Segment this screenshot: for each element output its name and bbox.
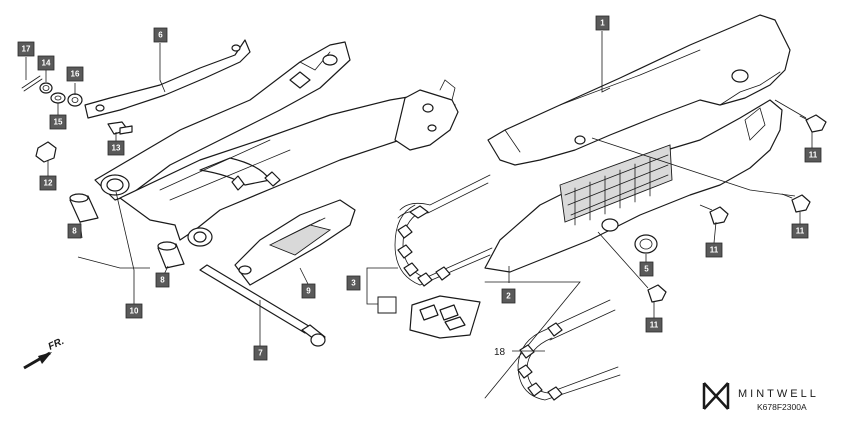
cotter-pin <box>21 75 43 92</box>
chain-case-upper <box>487 14 791 166</box>
callout-8a: 8 <box>67 223 82 239</box>
rubber-plug <box>634 234 658 254</box>
bushing-a <box>69 193 99 223</box>
svg-text:15: 15 <box>54 118 63 127</box>
callout-11b: 11 <box>791 223 809 239</box>
callout-11c: 11 <box>705 242 723 258</box>
nut-12 <box>35 141 57 163</box>
callout-15: 15 <box>49 114 67 130</box>
bolt-11d <box>647 284 667 303</box>
brand-logo-icon <box>702 382 730 410</box>
svg-text:9: 9 <box>306 287 311 296</box>
svg-text:1: 1 <box>600 19 605 28</box>
bolt-11a <box>799 114 827 133</box>
master-link <box>409 295 481 339</box>
svg-text:5: 5 <box>644 265 649 274</box>
washer-15 <box>50 92 66 104</box>
callout-3: 3 <box>346 275 361 291</box>
chain-slider-lower <box>234 199 356 286</box>
washer-16 <box>67 93 83 107</box>
svg-text:10: 10 <box>130 307 139 316</box>
svg-text:11: 11 <box>650 321 659 330</box>
callout-9: 9 <box>301 283 316 299</box>
master-link-box <box>377 296 397 314</box>
callout-11a: 11 <box>804 147 822 163</box>
svg-text:2: 2 <box>506 292 511 301</box>
callout-8b: 8 <box>155 272 170 288</box>
svg-text:8: 8 <box>72 227 77 236</box>
callout-5: 5 <box>639 261 654 277</box>
callout-14: 14 <box>37 55 55 71</box>
front-direction-label: FR. <box>47 336 66 353</box>
pivot-bolt <box>199 264 326 347</box>
svg-text:6: 6 <box>158 31 163 40</box>
callout-1: 1 <box>595 15 610 31</box>
brand-name: MINTWELL <box>738 388 819 400</box>
diagram-code: K678F2300A <box>757 402 807 412</box>
callout-12: 12 <box>39 175 57 191</box>
svg-text:11: 11 <box>796 227 805 236</box>
drive-chain <box>394 174 493 287</box>
svg-text:8: 8 <box>160 276 165 285</box>
castle-nut <box>39 82 53 94</box>
svg-text:11: 11 <box>809 151 818 160</box>
callout-10: 10 <box>125 303 143 319</box>
chain-18 <box>484 281 621 401</box>
callout-13: 13 <box>107 140 125 156</box>
svg-text:11: 11 <box>710 246 719 255</box>
callout-17: 17 <box>17 41 35 57</box>
chain-guard-lower <box>484 99 783 273</box>
svg-text:16: 16 <box>71 70 80 79</box>
callout-6: 6 <box>153 27 168 43</box>
chain-slider <box>84 39 251 119</box>
bolt-11c <box>709 206 729 225</box>
svg-text:14: 14 <box>42 59 51 68</box>
bushing-b <box>157 241 185 269</box>
bolt-11b <box>781 193 811 213</box>
svg-text:13: 13 <box>112 144 121 153</box>
svg-text:7: 7 <box>258 349 263 358</box>
swing-arm <box>94 41 459 247</box>
svg-text:17: 17 <box>22 45 31 54</box>
front-direction-arrow-icon <box>23 351 52 370</box>
callout-11d: 11 <box>645 317 663 333</box>
callout-2: 2 <box>501 288 516 304</box>
leader-lines <box>25 31 813 352</box>
callout-16: 16 <box>66 66 84 82</box>
callout-7: 7 <box>253 345 268 361</box>
svg-text:3: 3 <box>351 279 356 288</box>
svg-text:12: 12 <box>44 179 53 188</box>
label-18: 18 <box>494 347 506 358</box>
bolt-13 <box>107 121 133 135</box>
